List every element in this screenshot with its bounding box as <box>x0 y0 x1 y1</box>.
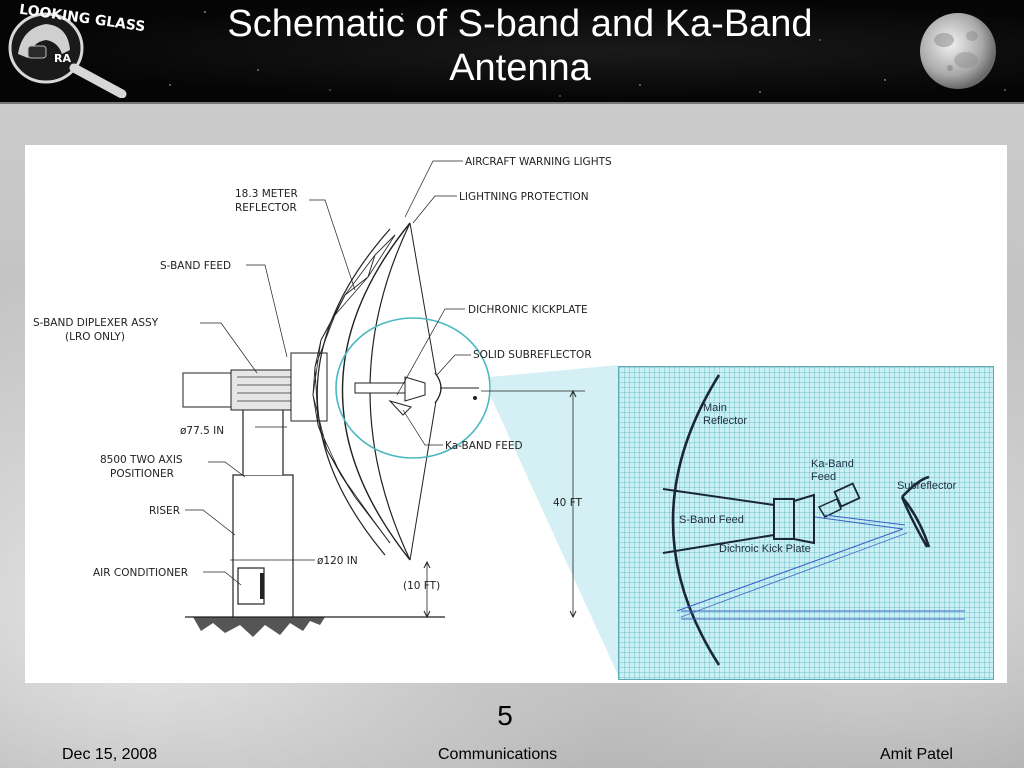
ground-hatch <box>193 617 325 637</box>
label-height-40: 40 FT <box>553 497 583 509</box>
diplexer-box <box>182 372 232 408</box>
page-number: 5 <box>497 700 513 731</box>
footer-section: Communications <box>438 746 558 763</box>
label-reflector-line1: 18.3 METER <box>235 188 298 200</box>
label-dia-120: ø120 IN <box>317 555 358 567</box>
logo-badge: RA <box>54 52 71 65</box>
detail-inset: Main Reflector Ka-Band Feed Subreflector… <box>618 366 994 680</box>
label-ka-band-feed: Ka-BAND FEED <box>445 440 523 452</box>
subreflector-curve <box>900 496 929 548</box>
inset-label-subreflector: Subreflector <box>897 480 957 492</box>
inset-label-main-line1: Main <box>703 402 727 414</box>
zoom-projection <box>490 365 618 675</box>
label-aircraft-warning-lights: AIRCRAFT WARNING LIGHTS <box>465 156 612 168</box>
positioner <box>242 406 284 475</box>
label-lightning-protection: LIGHTNING PROTECTION <box>459 191 589 203</box>
main-reflector-curve <box>671 374 721 666</box>
focus-highlight-circle <box>335 317 491 459</box>
antenna-drawing: AIRCRAFT WARNING LIGHTS LIGHTNING PROTEC… <box>33 156 618 675</box>
inset-label-s-band-feed: S-Band Feed <box>679 514 744 526</box>
label-height-10: (10 FT) <box>403 580 440 592</box>
inset-label-ka-line2: Feed <box>811 471 836 483</box>
inset-label-kick-plate: Dichroic Kick Plate <box>719 543 811 555</box>
label-reflector-line2: REFLECTOR <box>235 202 297 214</box>
header-banner: RA LOOKING GLASS Schematic of S-band and… <box>0 0 1024 104</box>
label-diplexer-line2: (LRO ONLY) <box>65 331 125 343</box>
moon-icon <box>920 13 996 89</box>
footer-author: Amit Patel <box>880 746 953 763</box>
label-s-band-feed: S-BAND FEED <box>160 260 231 272</box>
detail-inset-drawing: Main Reflector Ka-Band Feed Subreflector… <box>662 374 965 666</box>
label-positioner-line1: 8500 TWO AXIS <box>100 454 183 466</box>
title-line-1: Schematic of S-band and Ka-Band <box>227 3 813 45</box>
label-diplexer-line1: S-BAND DIPLEXER ASSY <box>33 317 159 329</box>
label-dichronic-kickplate: DICHRONIC KICKPLATE <box>468 304 588 316</box>
label-solid-subreflector: SOLID SUBREFLECTOR <box>473 349 592 361</box>
s-band-feed-assembly <box>230 369 300 411</box>
s-band-feed-horn <box>773 498 795 540</box>
ka-band-feed <box>833 482 861 508</box>
label-riser: RISER <box>149 505 180 517</box>
starfield <box>169 11 1006 97</box>
reflector-back <box>341 222 411 561</box>
title-line-2: Antenna <box>449 47 591 89</box>
label-positioner-line2: POSITIONER <box>110 468 174 480</box>
looking-glass-logo: RA LOOKING GLASS <box>8 2 144 98</box>
label-air-conditioner: AIR CONDITIONER <box>93 567 188 579</box>
footer-date: Dec 15, 2008 <box>62 746 158 763</box>
inset-label-main-line2: Reflector <box>703 415 747 427</box>
label-dia-77: ø77.5 IN <box>180 425 224 437</box>
inset-label-ka-line1: Ka-Band <box>811 458 854 470</box>
page-title: Schematic of S-band and Ka-Band Antenna <box>150 2 890 90</box>
